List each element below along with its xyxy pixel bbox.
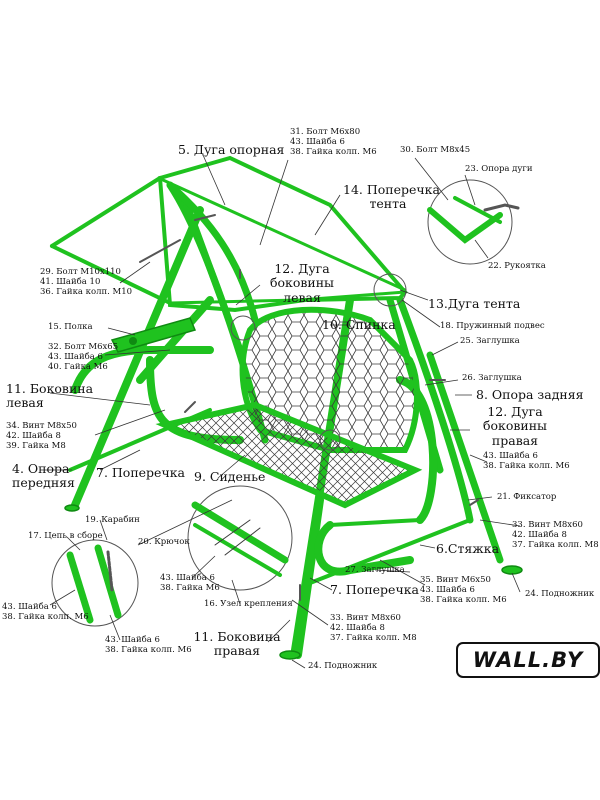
label-24-bottom: 24. Подножник <box>308 661 378 671</box>
label-9: 9. Сиденье <box>194 469 266 484</box>
label-20: 20. Крючок <box>138 537 190 547</box>
label-21: 21. Фиксатор <box>497 492 557 502</box>
magnifier-marks <box>230 273 407 451</box>
label-19: 19. Карабин <box>85 515 140 525</box>
label-13: 13.Дуга тента <box>428 296 521 311</box>
label-17: 17. Цепь в сборе <box>28 531 103 541</box>
label-25-top: 25. Заглушка <box>460 336 520 346</box>
label-30: 30. Болт М8х45 <box>400 145 471 155</box>
label-27: 27. Заглушка <box>345 565 405 575</box>
shelf <box>110 317 197 353</box>
label-10: 10. Спинка <box>322 317 396 332</box>
feet <box>64 504 523 660</box>
label-8: 8. Опора задняя <box>476 387 584 402</box>
label-7-top: 7. Поперечка <box>96 465 185 480</box>
label-16: 16. Узел крепления <box>204 599 293 609</box>
label-15: 15. Полка <box>48 322 93 332</box>
brand-logo: WALL.BY <box>456 642 600 678</box>
label-26: 26. Заглушка <box>462 373 522 383</box>
crossbars <box>68 408 472 587</box>
label-18: 18. Пружинный подвес <box>440 321 545 331</box>
detail-contents <box>66 196 520 624</box>
label-6: 6.Стяжка <box>436 541 500 556</box>
label-24-right: 24. Подножник <box>525 589 595 599</box>
bolts <box>139 214 479 601</box>
label-22: 22. Рукоятка <box>488 261 546 271</box>
leader-lines <box>40 154 521 669</box>
label-7-bottom: 7. Поперечка <box>330 582 419 597</box>
seat <box>155 401 423 509</box>
label-5: 5. Дуга опорная <box>178 142 285 157</box>
label-23: 23. Опора дуги <box>465 164 533 174</box>
